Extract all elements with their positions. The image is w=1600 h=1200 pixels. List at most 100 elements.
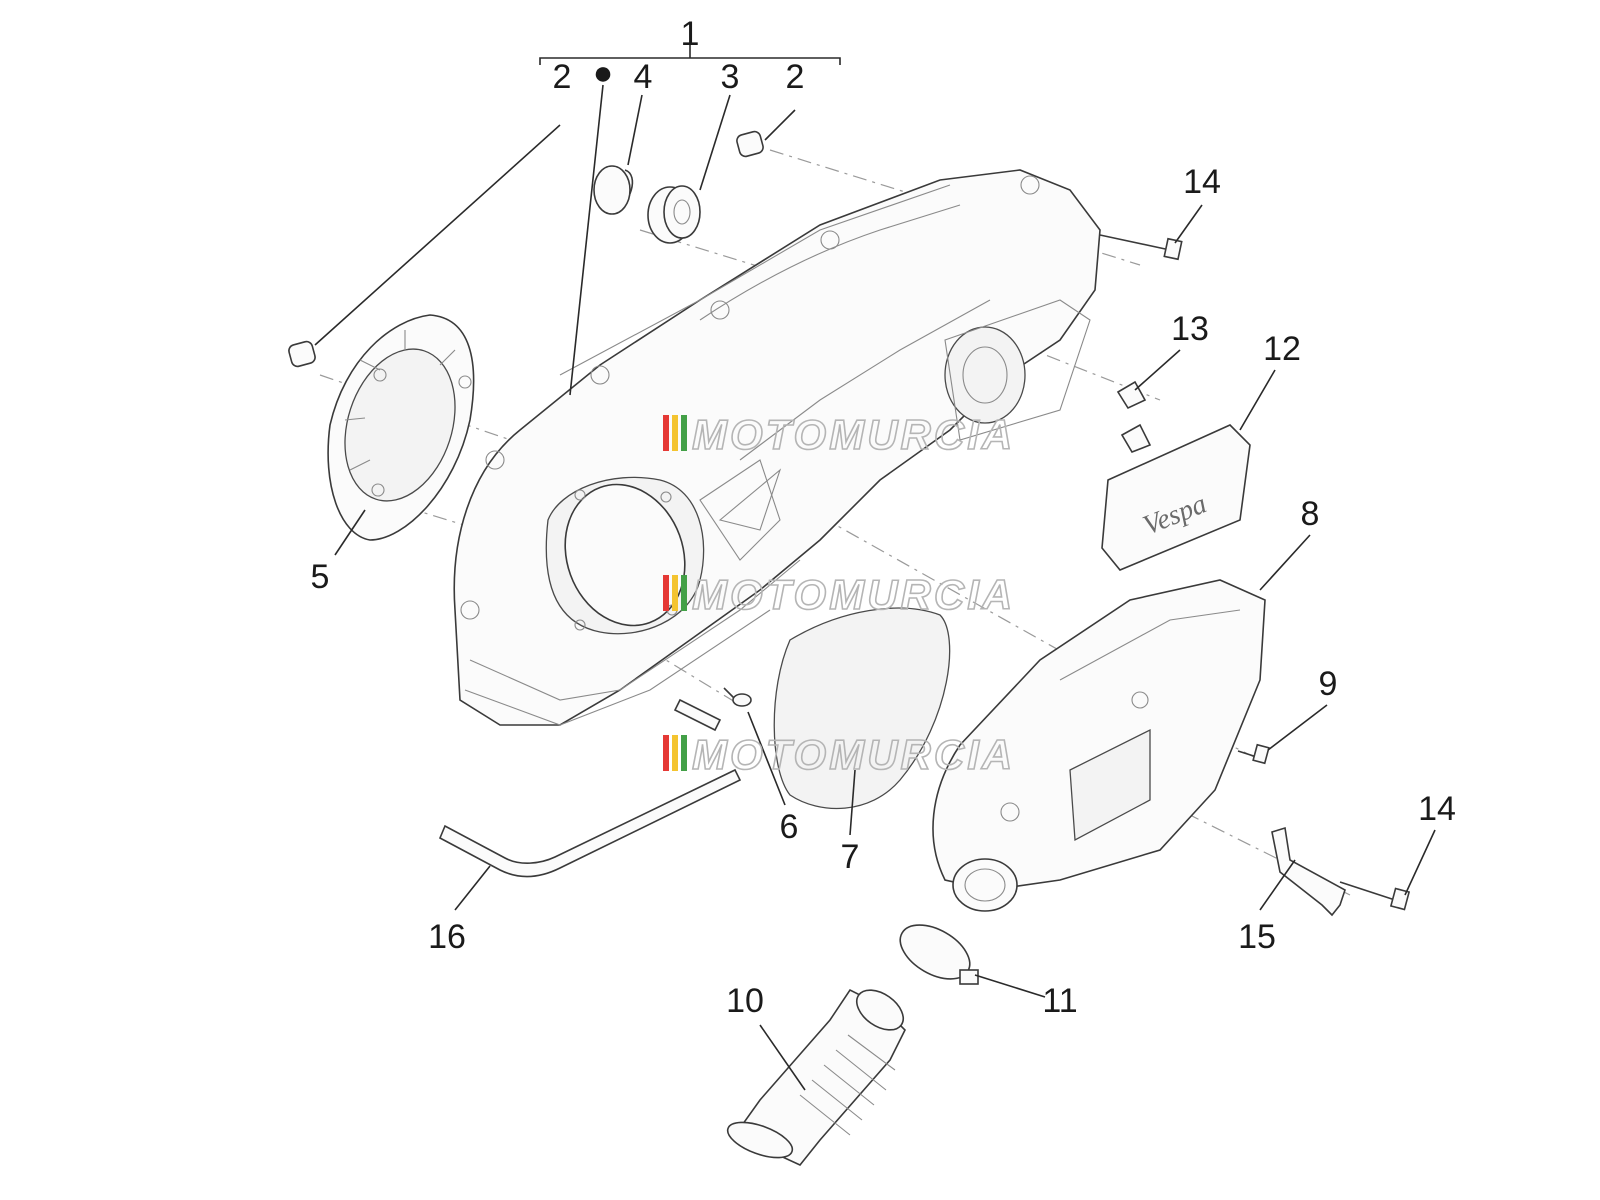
cover-top-rim (559, 184, 951, 376)
callout-11: 11 (1042, 982, 1077, 1020)
screw-14-top-head (1163, 237, 1183, 261)
mount-boss (485, 450, 505, 470)
watermark-middle: MOTOMURCIA (663, 570, 1015, 619)
screw-9-head (1252, 743, 1270, 765)
callout-dot: ● (593, 54, 614, 92)
housing-plate (944, 299, 1091, 441)
mounting-bracket (1271, 826, 1346, 917)
cover-rib-b (718, 468, 782, 531)
badge-plate (1101, 424, 1251, 571)
mount-boss (590, 365, 610, 385)
callout-12: 12 (1263, 330, 1301, 368)
bearing-face (663, 185, 701, 239)
small-parts (288, 130, 1411, 911)
screw-14-bottom-head (1389, 887, 1411, 911)
clutch-opening (564, 483, 686, 627)
cover-lower-rim (469, 559, 801, 701)
stripe-green (681, 575, 687, 611)
leader-10 (759, 1024, 806, 1091)
callout-16: 16 (428, 918, 466, 956)
callout-6: 6 (780, 808, 799, 846)
watermark-text: MOTOMURCIA (692, 571, 1015, 618)
stripe-red (663, 415, 669, 451)
stripe-yellow (672, 735, 678, 771)
intake-spout (952, 858, 1018, 912)
callout-13: 13 (1171, 310, 1209, 348)
callout-5: 5 (311, 558, 330, 596)
cover-ridge (699, 204, 961, 321)
intake-ridge (1059, 609, 1241, 681)
intake-boss (1000, 802, 1020, 822)
leader-8 (1259, 534, 1311, 591)
callout-14-bottom: 14 (1418, 790, 1456, 828)
callout-14-top: 14 (1183, 163, 1221, 201)
stripe-green (681, 735, 687, 771)
bearing-bore (673, 199, 691, 225)
leader-9 (1267, 704, 1328, 751)
leader-15 (1259, 859, 1296, 911)
fan-boss (458, 375, 472, 389)
callout-8: 8 (1301, 495, 1320, 533)
watermark-text: MOTOMURCIA (692, 731, 1015, 778)
hose-ribs (799, 1034, 896, 1136)
mount-boss (1020, 175, 1040, 195)
fan-boss (371, 483, 385, 497)
intake-spout-bore (964, 868, 1006, 902)
fan-cover (327, 314, 475, 541)
leader-13 (1134, 349, 1181, 391)
stripe-yellow (672, 415, 678, 451)
callout-7: 7 (841, 838, 860, 876)
callout-labels: 1 2 ● 4 3 2 14 13 12 8 9 14 15 11 10 6 7… (311, 15, 1456, 1020)
callout-10: 10 (726, 982, 764, 1020)
grommet-lower (1120, 423, 1152, 453)
fan-cover-fins (344, 330, 456, 471)
watermark-text: MOTOMURCIA (692, 411, 1015, 458)
leader-5 (334, 509, 366, 556)
boss-hole (574, 619, 586, 631)
stripe-yellow (672, 575, 678, 611)
cover-flange-line (464, 609, 771, 726)
leader-3 (699, 94, 731, 191)
transmission-cover (453, 169, 1101, 726)
screw-6-head (732, 693, 752, 707)
circlip-ring (593, 165, 631, 215)
boss-hole (660, 491, 672, 503)
bellows-hose (726, 988, 906, 1166)
leader-2-right (764, 109, 796, 141)
leader-dot (569, 84, 604, 396)
leader-14-bottom (1404, 829, 1436, 896)
callout-15: 15 (1238, 918, 1276, 956)
callout-9: 9 (1319, 665, 1338, 703)
dowel-pin-left (288, 340, 316, 368)
sealing-strip (438, 768, 742, 878)
callout-4: 4 (634, 58, 653, 96)
cover-pocket (699, 459, 781, 561)
dowel-pin-right (736, 130, 764, 158)
leader-4 (627, 94, 643, 166)
mount-boss (710, 300, 730, 320)
intake-shell (932, 579, 1266, 891)
watermark-top: MOTOMURCIA (663, 410, 1015, 459)
hose-end-bottom (726, 1121, 794, 1159)
grommet-upper (1116, 380, 1147, 410)
screw-14-top (1099, 234, 1171, 251)
stripe-red (663, 735, 669, 771)
bearing-bore (962, 346, 1008, 404)
leader-16 (454, 865, 491, 911)
watermarks: MOTOMURCIA MOTOMURCIA MOTOMURCIA (663, 410, 1015, 779)
bearing-housing (944, 326, 1026, 424)
mount-boss (820, 230, 840, 250)
stripe-red (663, 575, 669, 611)
fan-cover-opening (344, 348, 456, 502)
leader-6 (747, 711, 786, 806)
boss-hole (574, 489, 586, 501)
callout-1: 1 (681, 15, 700, 53)
cover-rib-a (739, 299, 991, 461)
leader-lines (314, 45, 1436, 1091)
strip-end (673, 698, 722, 732)
intake-window (1069, 728, 1151, 842)
stripe-green (681, 415, 687, 451)
hose-end-top (856, 989, 904, 1031)
hose-clamp-screw (959, 969, 979, 985)
